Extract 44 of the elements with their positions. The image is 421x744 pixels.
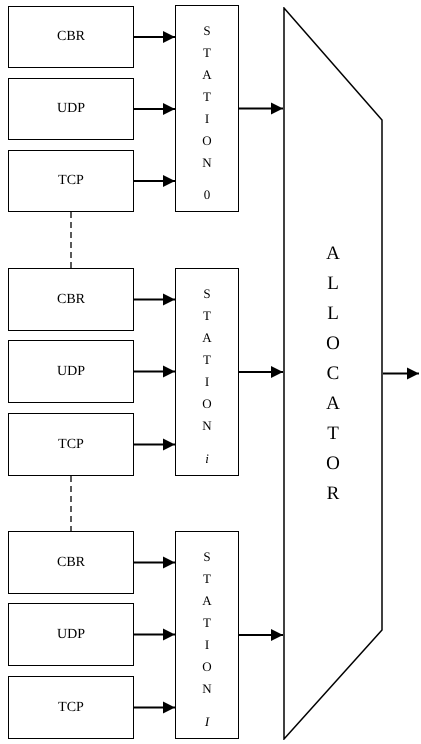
protocol-label: CBR bbox=[56, 554, 85, 570]
arrow bbox=[239, 366, 283, 378]
station-index: 0 bbox=[204, 187, 210, 203]
protocol-label: TCP bbox=[58, 700, 84, 716]
protocol-label: UDP bbox=[56, 101, 85, 117]
protocol-label: UDP bbox=[56, 626, 85, 642]
arrow bbox=[134, 103, 175, 115]
allocator-trapezoid bbox=[283, 7, 383, 740]
source-box bbox=[8, 413, 134, 476]
arrow bbox=[134, 175, 175, 187]
source-box bbox=[8, 676, 134, 739]
station-label: STATION bbox=[202, 548, 212, 698]
station-box bbox=[175, 531, 239, 739]
arrow bbox=[134, 702, 175, 714]
continuation-line bbox=[70, 212, 72, 268]
station-label: STATION bbox=[202, 22, 212, 172]
protocol-label: TCP bbox=[58, 436, 84, 452]
arrow bbox=[383, 368, 419, 380]
arrow bbox=[134, 628, 175, 640]
source-box bbox=[8, 603, 134, 666]
protocol-label: UDP bbox=[56, 364, 85, 380]
source-box bbox=[8, 6, 134, 68]
source-box bbox=[8, 268, 134, 331]
protocol-label: CBR bbox=[56, 29, 85, 45]
arrow bbox=[134, 31, 175, 43]
arrow bbox=[134, 438, 175, 450]
station-box bbox=[175, 268, 239, 476]
source-box bbox=[8, 78, 134, 140]
allocator-label: ALLOCATOR bbox=[326, 242, 340, 506]
protocol-label: TCP bbox=[58, 173, 84, 189]
protocol-label: CBR bbox=[56, 292, 85, 308]
station-box bbox=[175, 5, 239, 212]
arrow bbox=[239, 102, 283, 114]
arrow bbox=[134, 294, 175, 306]
station-index: i bbox=[205, 451, 209, 467]
station-index: I bbox=[204, 714, 210, 730]
source-box bbox=[8, 531, 134, 594]
arrow bbox=[239, 629, 283, 641]
source-box bbox=[8, 150, 134, 212]
continuation-line bbox=[70, 476, 72, 531]
arrow bbox=[134, 366, 175, 378]
arrow bbox=[134, 556, 175, 568]
source-box bbox=[8, 340, 134, 403]
station-label: STATION bbox=[202, 285, 212, 435]
